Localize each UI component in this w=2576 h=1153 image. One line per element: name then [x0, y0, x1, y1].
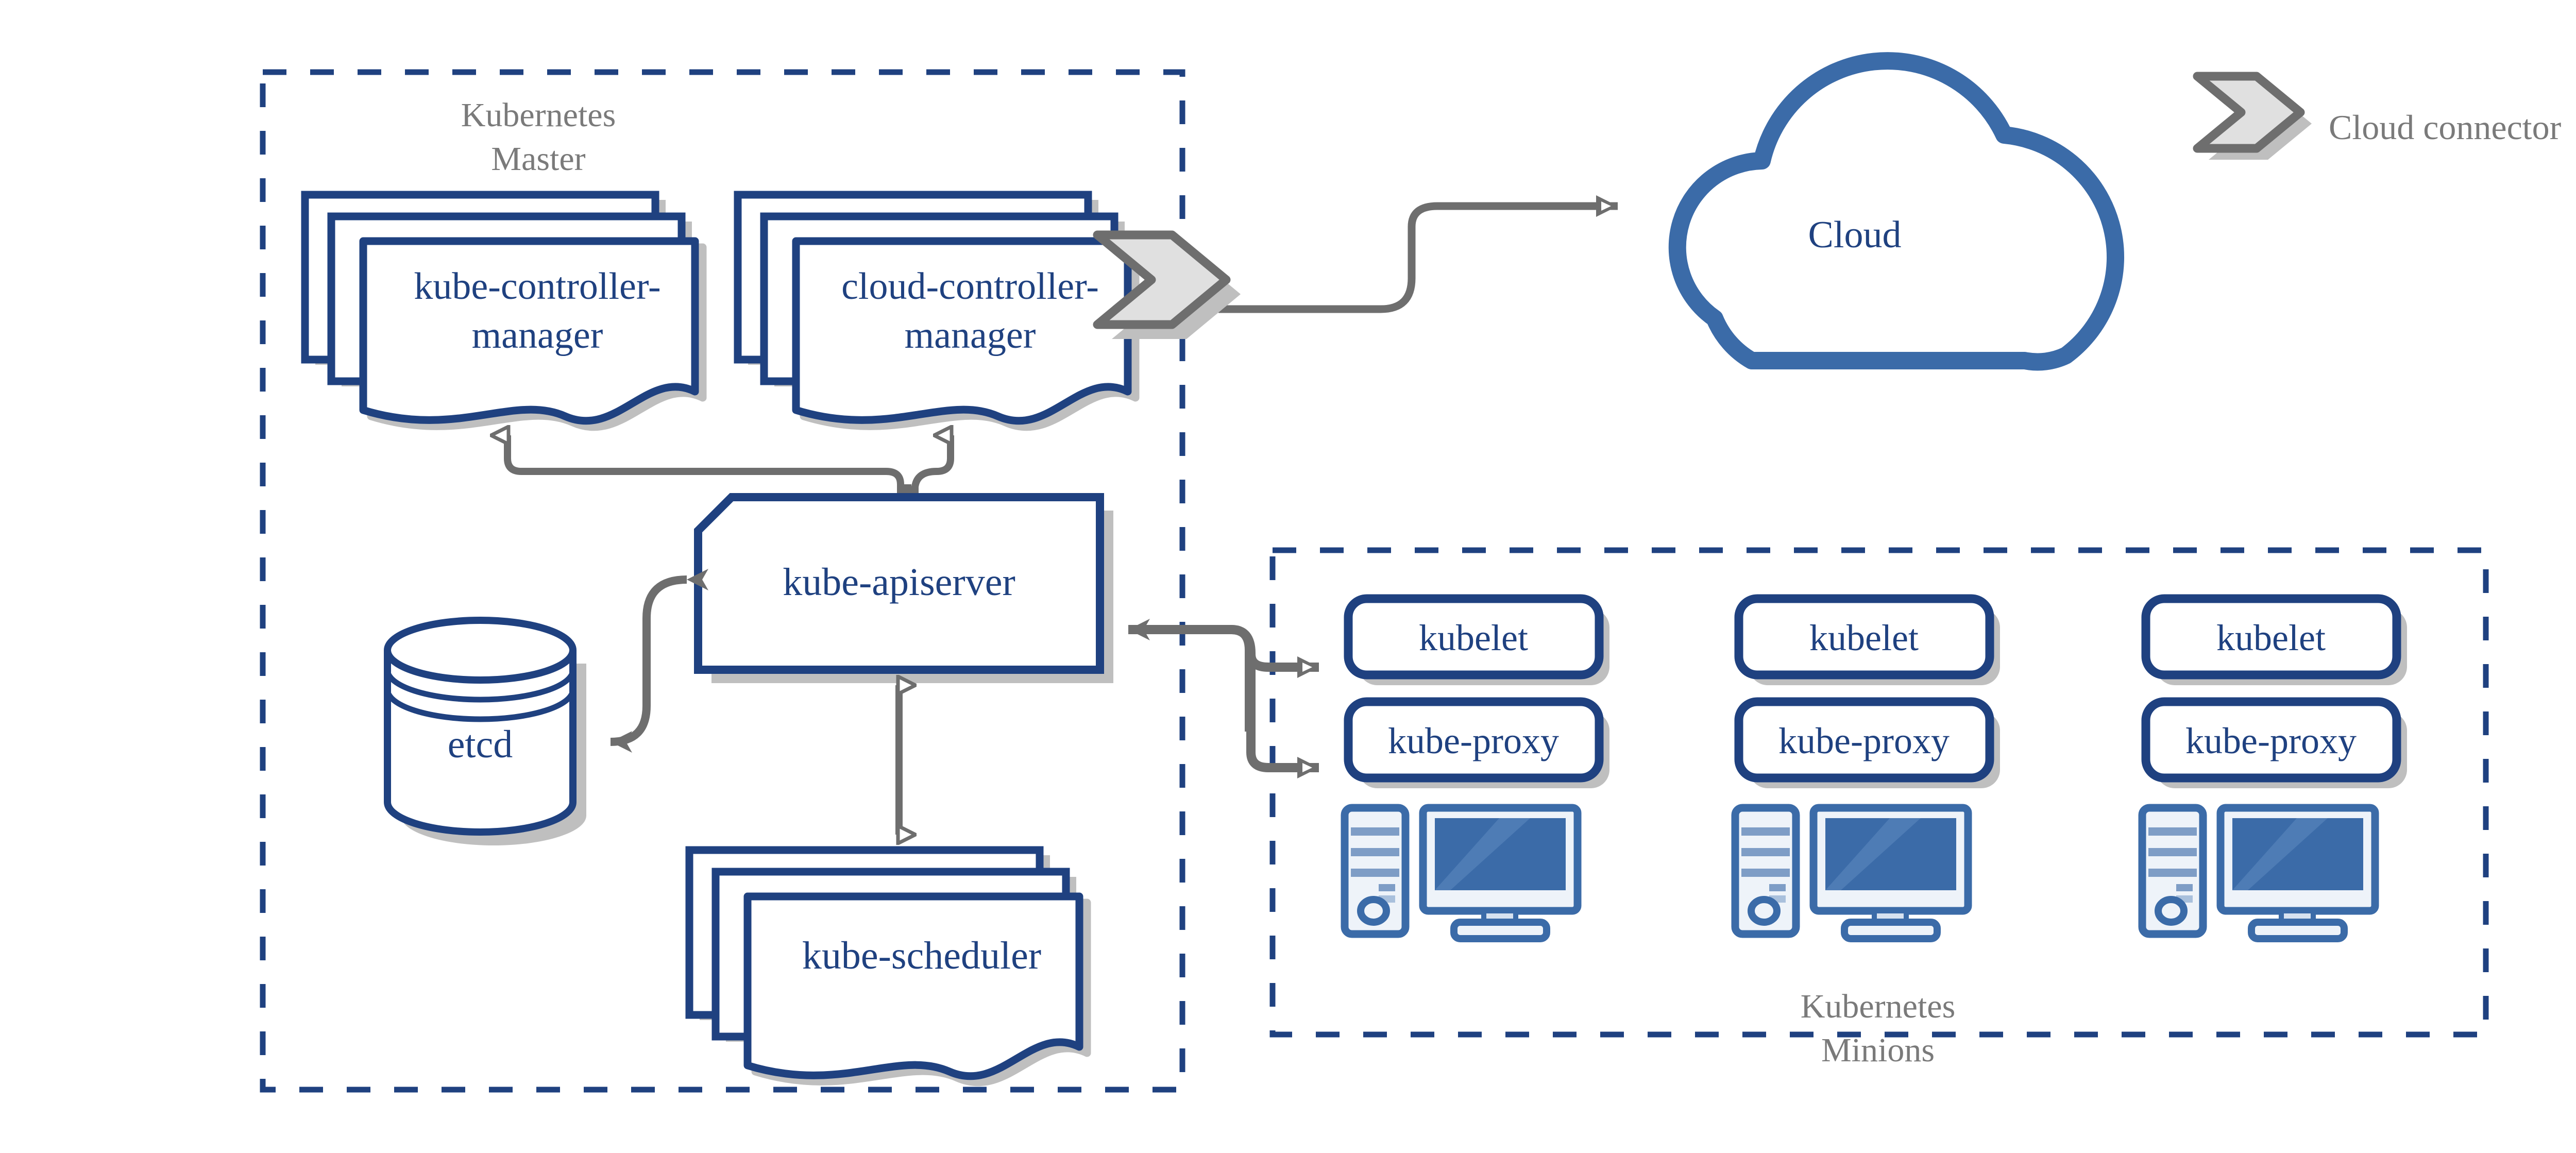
node-1-kubelet-label: kubelet — [1419, 617, 1528, 658]
kubernetes-master-boundary — [260, 69, 1185, 1093]
node-2-kubelet[interactable]: kubelet — [1734, 594, 2000, 685]
cloud-controller-manager-label-line2: manager — [905, 314, 1036, 357]
node-2-kubelet-label: kubelet — [1809, 617, 1919, 658]
cloud-label: Cloud — [1808, 214, 1902, 256]
node-2-kube-proxy[interactable]: kube-proxy — [1734, 697, 2000, 788]
kube-scheduler[interactable]: kube-scheduler — [685, 846, 1091, 1087]
node-1-kube-proxy[interactable]: kube-proxy — [1344, 697, 1609, 788]
minion-node-1: kubelet kube-proxy — [1341, 594, 1609, 942]
legend-cloud-connector: Cloud connector — [2193, 72, 2562, 160]
node-3-computer-icon — [2138, 804, 2379, 942]
node-3-kubelet-label: kubelet — [2216, 617, 2326, 658]
master-boundary-label-line1: Kubernetes — [461, 96, 616, 134]
master-boundary-label-line2: Master — [491, 140, 585, 178]
node-1-computer-icon — [1341, 804, 1582, 942]
node-1-kubelet[interactable]: kubelet — [1344, 594, 1609, 685]
connector-apiserver-to-nodes — [1128, 619, 1319, 778]
connector-apiserver-etcd — [610, 568, 709, 753]
node-3-kubelet[interactable]: kubelet — [2141, 594, 2407, 685]
node-3-kube-proxy-label: kube-proxy — [2185, 720, 2357, 761]
legend-chevron-icon — [2193, 72, 2312, 160]
minion-node-2: kubelet kube-proxy — [1731, 594, 2000, 942]
etcd[interactable]: etcd — [384, 617, 586, 845]
node-1-kube-proxy-label: kube-proxy — [1388, 720, 1559, 761]
kube-scheduler-label: kube-scheduler — [802, 934, 1041, 977]
minions-boundary-label-line2: Minions — [1821, 1031, 1935, 1069]
kube-controller-manager-label-line2: manager — [472, 314, 603, 357]
node-2-computer-icon — [1731, 804, 1972, 942]
minion-node-3: kubelet kube-proxy — [2138, 594, 2407, 942]
node-2-kube-proxy-label: kube-proxy — [1778, 720, 1950, 761]
minions-boundary-label-line1: Kubernetes — [1801, 988, 1956, 1025]
cloud-connector-chevron-icon — [1093, 230, 1241, 339]
legend-cloud-connector-label: Cloud connector — [2329, 108, 2562, 147]
etcd-label: etcd — [448, 723, 513, 766]
kube-apiserver-label: kube-apiserver — [783, 561, 1015, 604]
cloud-shape[interactable]: Cloud — [1668, 52, 2124, 428]
kube-apiserver[interactable]: kube-apiserver — [694, 493, 1113, 683]
kube-controller-manager-label-line1: kube-controller- — [414, 265, 660, 308]
cloud-controller-manager[interactable]: cloud-controller- manager — [734, 191, 1140, 431]
node-3-kube-proxy[interactable]: kube-proxy — [2141, 697, 2407, 788]
kube-controller-manager[interactable]: kube-controller- manager — [301, 191, 707, 431]
cloud-controller-manager-label-line1: cloud-controller- — [841, 265, 1099, 308]
connector-ccm-to-cloud — [1218, 195, 1618, 313]
